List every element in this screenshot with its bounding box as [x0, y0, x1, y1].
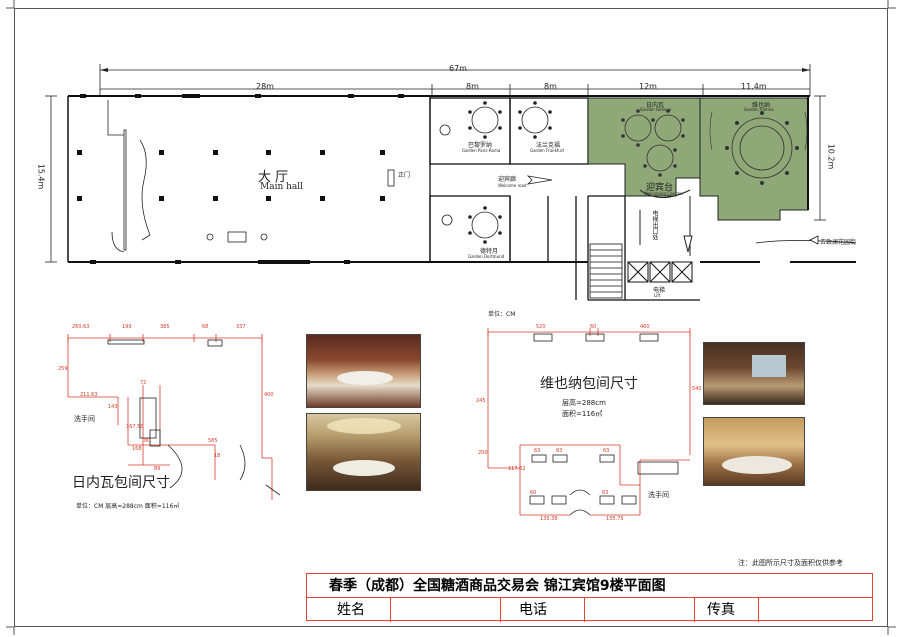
- drawing-frame: [14, 8, 888, 627]
- contact-form-row: 姓名 电话 传真: [307, 598, 872, 622]
- phone-field[interactable]: [585, 598, 695, 622]
- name-label: 姓名: [307, 598, 391, 622]
- vienna-dim: 200: [478, 450, 488, 456]
- geneva-room-photo-1: [306, 334, 421, 408]
- geneva-dim: 80: [144, 438, 151, 444]
- vienna-dim: 520: [536, 324, 546, 330]
- dim-10-2m: 10.2m: [826, 143, 836, 170]
- vienna-dim: 63: [603, 448, 610, 454]
- geneva-room-unit: 单位：CM 层高=288cm 面积=116㎡: [76, 503, 180, 510]
- title-block: 春季（成都）全国糖酒商品交易会 锦江宾馆9楼平面图 姓名 电话 传真: [306, 573, 873, 622]
- dim-12m: 12m: [639, 82, 657, 91]
- vienna-dim: 245: [476, 398, 486, 404]
- welcome-desk-en: Welcoming Counter: [644, 191, 684, 196]
- dim-15-4m: 15.4m: [36, 163, 46, 190]
- elevator-en: Lift: [654, 293, 661, 298]
- room-vienna-label: 维也纳: [752, 102, 771, 109]
- geneva-dim: 72: [140, 380, 147, 386]
- geneva-dim: 199: [122, 324, 132, 330]
- main-hall-label: 大 厅: [258, 170, 289, 185]
- vienna-dim: 117.62: [508, 466, 526, 472]
- vienna-washroom-label: 洗手间: [648, 491, 669, 499]
- geneva-dim: 259: [58, 366, 68, 372]
- welcome-corridor-label: 迎宾廊: [498, 176, 517, 183]
- room-frankfurt-label: 法兰克福: [536, 142, 561, 149]
- geneva-dim: 211.63: [80, 392, 98, 398]
- geneva-dim: 18: [214, 453, 221, 459]
- main-hall-en-label: Main hall: [260, 182, 304, 192]
- geneva-dim: 400: [264, 392, 274, 398]
- vienna-unit-label: 单位：CM: [488, 311, 516, 318]
- geneva-washroom-label: 洗手间: [74, 415, 95, 423]
- fax-field[interactable]: [759, 598, 872, 622]
- vienna-dim: 63: [602, 490, 609, 496]
- room-dortmund-label: 德特月: [480, 248, 499, 255]
- room-vienna-en: Garden Vienna: [744, 107, 774, 112]
- vienna-room-area: 面积=116㎡: [562, 410, 603, 418]
- room-dortmund-en: Garden Dortmund: [468, 254, 505, 259]
- name-field[interactable]: [391, 598, 501, 622]
- vienna-dim: 460: [640, 324, 650, 330]
- room-geneva-label: 日内瓦: [646, 102, 665, 109]
- geneva-dim: 143: [108, 404, 118, 410]
- vienna-room-photo-1: [703, 342, 805, 405]
- room-geneva-en: Garden Geneva: [640, 107, 672, 112]
- geneva-dim: 167.50: [126, 424, 144, 430]
- title-block-title: 春季（成都）全国糖酒商品交易会 锦江宾馆9楼平面图: [307, 574, 872, 598]
- vienna-dim: 63: [534, 448, 541, 454]
- geneva-dim: 585: [208, 438, 218, 444]
- total-width-label: 67m: [449, 64, 467, 73]
- dim-8m-a: 8m: [466, 82, 479, 91]
- fax-label: 传真: [695, 598, 759, 622]
- geneva-dim: 168: [132, 446, 142, 452]
- elevator-exit-label: 电梯出口处: [651, 210, 658, 240]
- room-paris-label: 巴黎罗纳: [468, 142, 493, 149]
- to-garden-label: 去致澜花园街: [820, 239, 857, 246]
- vienna-dim: 540: [692, 386, 702, 392]
- geneva-room-title: 日内瓦包间尺寸: [72, 475, 170, 491]
- geneva-room-photo-2: [306, 413, 421, 491]
- geneva-dim: 385: [160, 324, 170, 330]
- vienna-dim: 60: [530, 490, 537, 496]
- vienna-dim: 60: [590, 324, 597, 330]
- elevator-label: 电梯: [653, 287, 666, 294]
- geneva-dim: 89: [154, 466, 161, 472]
- vienna-room-photo-2: [703, 417, 805, 486]
- vienna-room-title: 维也纳包间尺寸: [540, 376, 638, 392]
- room-paris-en: Garden Paris-Roma: [462, 148, 501, 153]
- room-frankfurt-en: Garden Frankfurt: [530, 148, 565, 153]
- phone-label: 电话: [501, 598, 585, 622]
- reference-note: 注：此图所示尺寸及面积仅供参考: [738, 559, 843, 567]
- welcome-corridor-en: Welcome road: [498, 183, 527, 188]
- geneva-dim: 68: [202, 324, 209, 330]
- dim-28m: 28m: [256, 82, 274, 91]
- vienna-dim: 83: [556, 448, 563, 454]
- vienna-dim: 135.38: [540, 516, 558, 522]
- dim-11-4m: 11.4m: [741, 82, 767, 91]
- vienna-dim: 135.75: [606, 516, 624, 522]
- dim-8m-b: 8m: [544, 82, 557, 91]
- front-door-label: 正门: [398, 172, 411, 179]
- vienna-room-height: 层高=288cm: [562, 399, 606, 407]
- welcome-desk-label: 迎宾台: [646, 183, 674, 193]
- geneva-dim: 337: [236, 324, 246, 330]
- geneva-dim: 260.63: [72, 324, 90, 330]
